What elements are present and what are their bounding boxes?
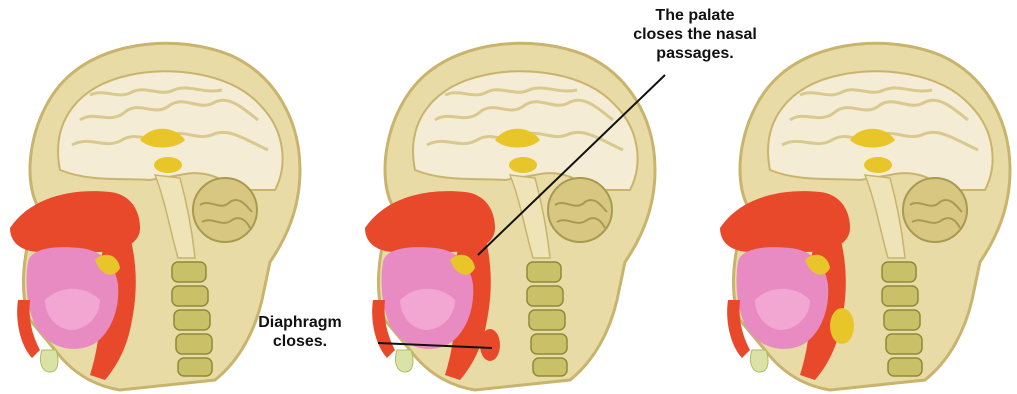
palate-annotation-line3: passages. [610, 44, 780, 63]
head-panel-2 [365, 43, 655, 390]
palate-annotation-line2: closes the nasal [610, 25, 780, 44]
diaphragm-annotation-line2: closes. [230, 332, 370, 351]
diaphragm-annotation-line1: Diaphragm [230, 313, 370, 332]
palate-annotation: The palate closes the nasal passages. [610, 6, 780, 63]
palate-annotation-line1: The palate [610, 6, 780, 25]
head-panel-3 [720, 43, 1010, 390]
diaphragm-annotation: Diaphragm closes. [230, 313, 370, 351]
